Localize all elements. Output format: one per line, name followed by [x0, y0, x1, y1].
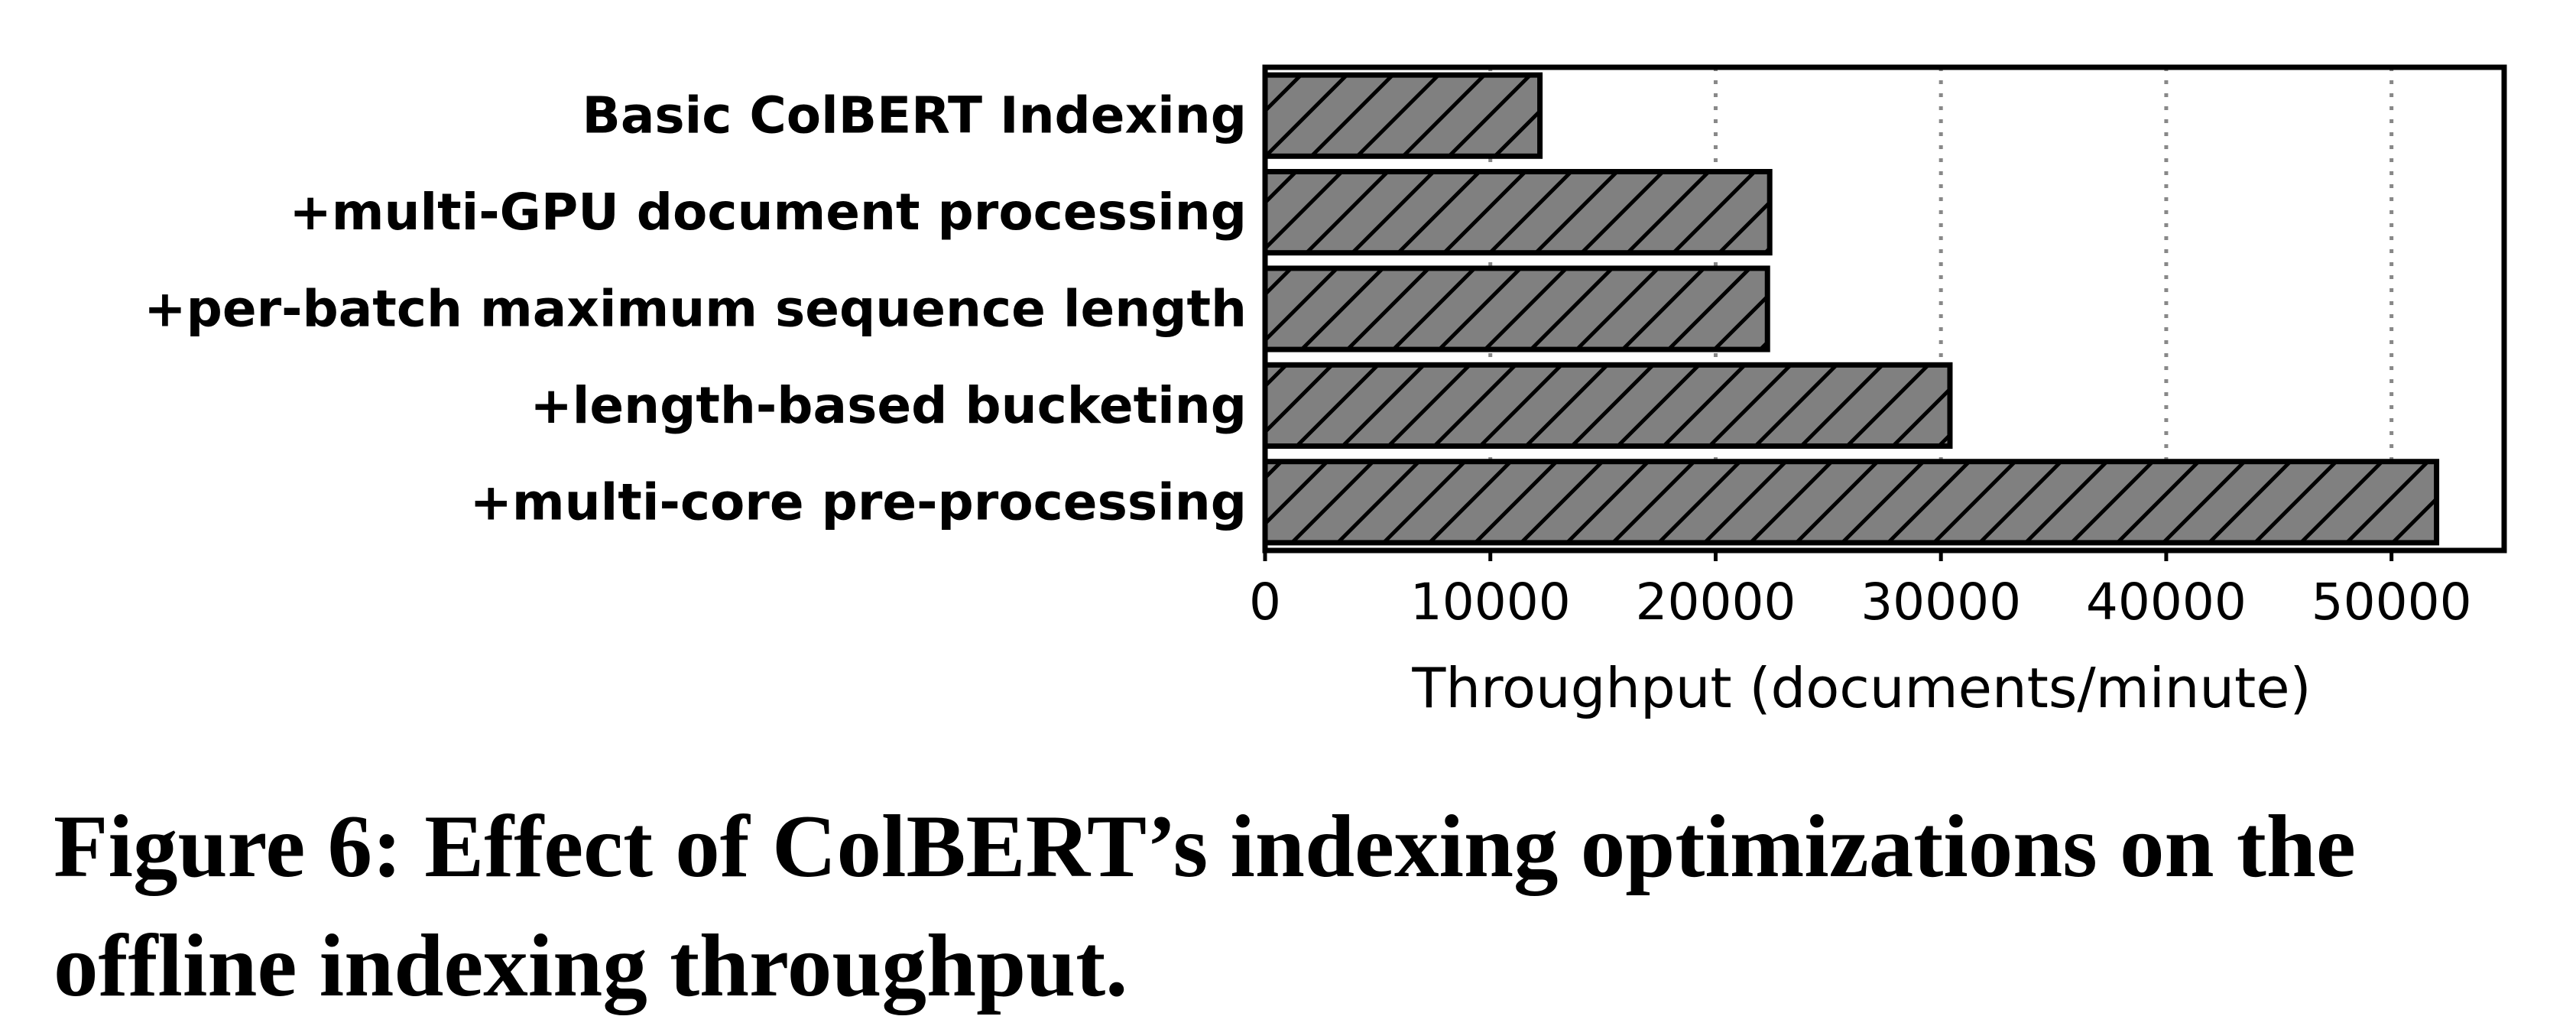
bar [1262, 169, 1773, 256]
x-axis-ticks: 0 10000 20000 30000 40000 50000 [1249, 550, 2472, 632]
plot-frame [1262, 64, 2507, 554]
category-label: Basic ColBERT Indexing [582, 86, 1247, 145]
category-label: +multi-GPU document processing [289, 183, 1247, 242]
x-tick-label: 30000 [1861, 573, 2021, 632]
x-tick-label: 10000 [1410, 573, 1571, 632]
bars [1262, 72, 2440, 546]
category-label: +multi-core pre-processing [470, 472, 1247, 531]
figure-caption: Figure 6: Effect of ColBERT’s indexing o… [54, 797, 2356, 1015]
bar [1262, 72, 1543, 159]
x-tick-label: 0 [1249, 573, 1281, 632]
category-label: +length-based bucketing [530, 376, 1247, 435]
x-axis-title: Throughput (documents/minute) [1411, 656, 2311, 720]
category-label: +per-batch maximum sequence length [144, 280, 1247, 339]
bar [1262, 362, 1953, 449]
x-tick-label: 20000 [1635, 573, 1796, 632]
category-labels: Basic ColBERT Indexing +multi-GPU documen… [144, 86, 1247, 532]
x-tick-label: 50000 [2312, 573, 2472, 632]
bar-chart: Basic ColBERT Indexing +multi-GPU documen… [144, 64, 2507, 720]
bar [1262, 459, 2440, 546]
bar [1262, 265, 1770, 352]
x-tick-label: 40000 [2086, 573, 2247, 632]
